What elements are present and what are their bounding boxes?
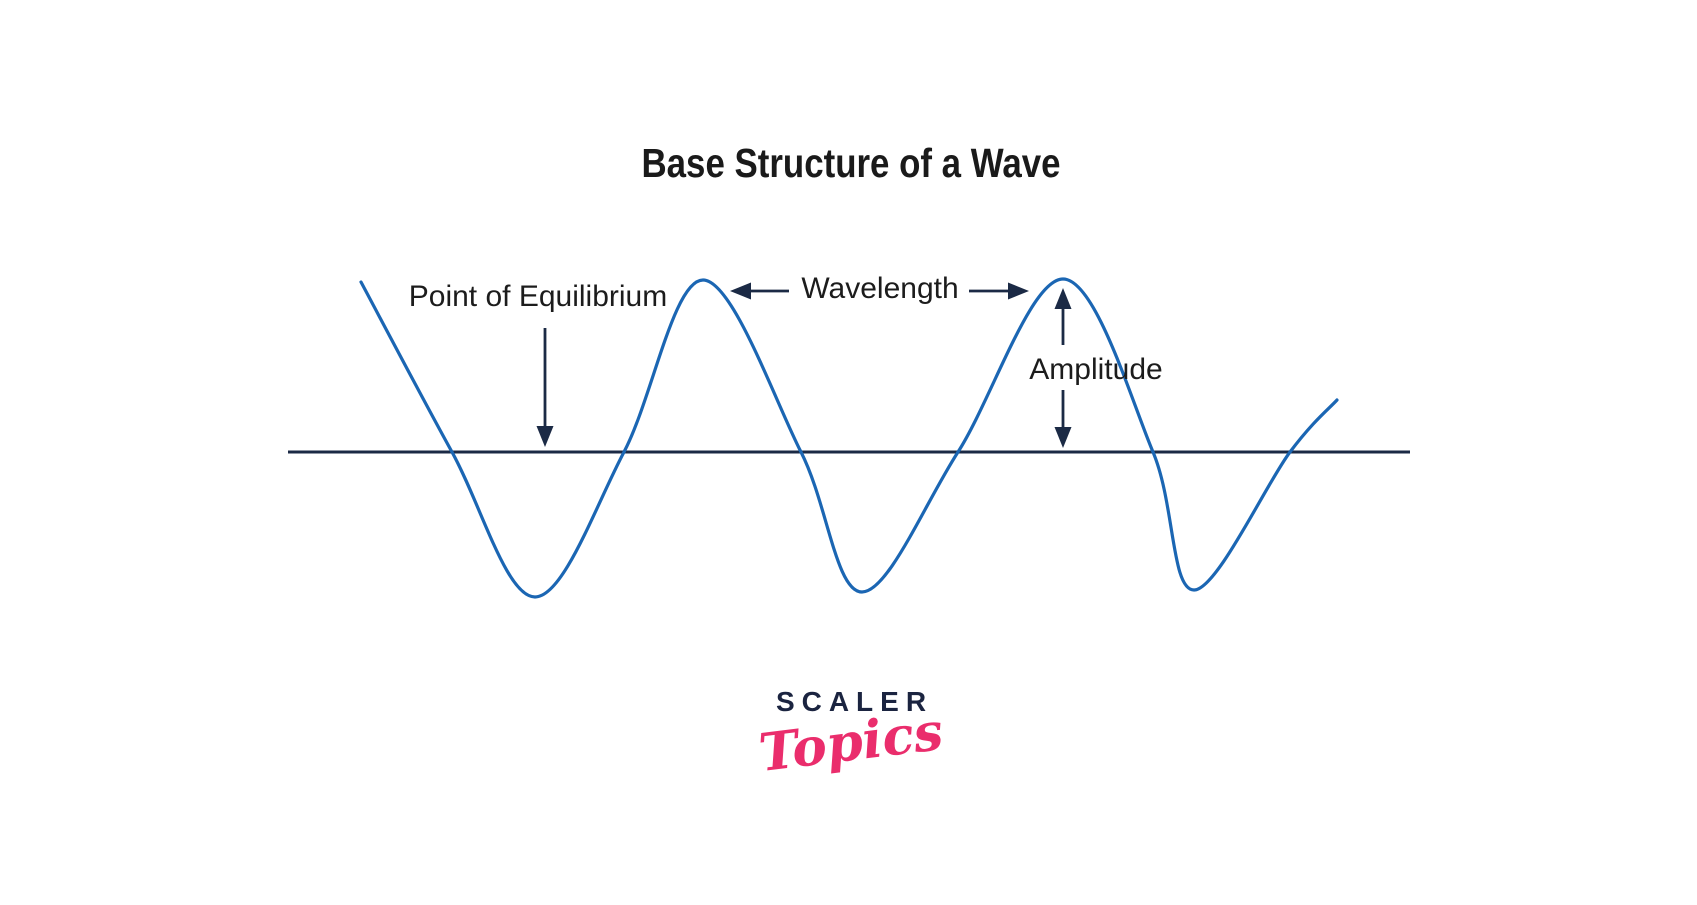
amplitude-up-arrow-head: [1054, 288, 1072, 309]
amplitude-label: Amplitude: [1029, 353, 1163, 386]
scaler-topics-logo: SCALER Topics: [756, 686, 947, 784]
logo-wordmark-scaler: SCALER: [775, 686, 934, 717]
diagram-title: Base Structure of a Wave: [641, 140, 1061, 186]
amplitude-down-arrow-head: [1054, 427, 1072, 448]
wavelength-left-arrow-head: [730, 282, 751, 300]
wavelength-label: Wavelength: [801, 272, 959, 305]
wavelength-right-arrow-head: [1008, 282, 1029, 300]
wave-curve: [359, 277, 1339, 599]
equilibrium-down-arrow-head: [536, 426, 554, 447]
point-of-equilibrium-label: Point of Equilibrium: [408, 280, 668, 313]
